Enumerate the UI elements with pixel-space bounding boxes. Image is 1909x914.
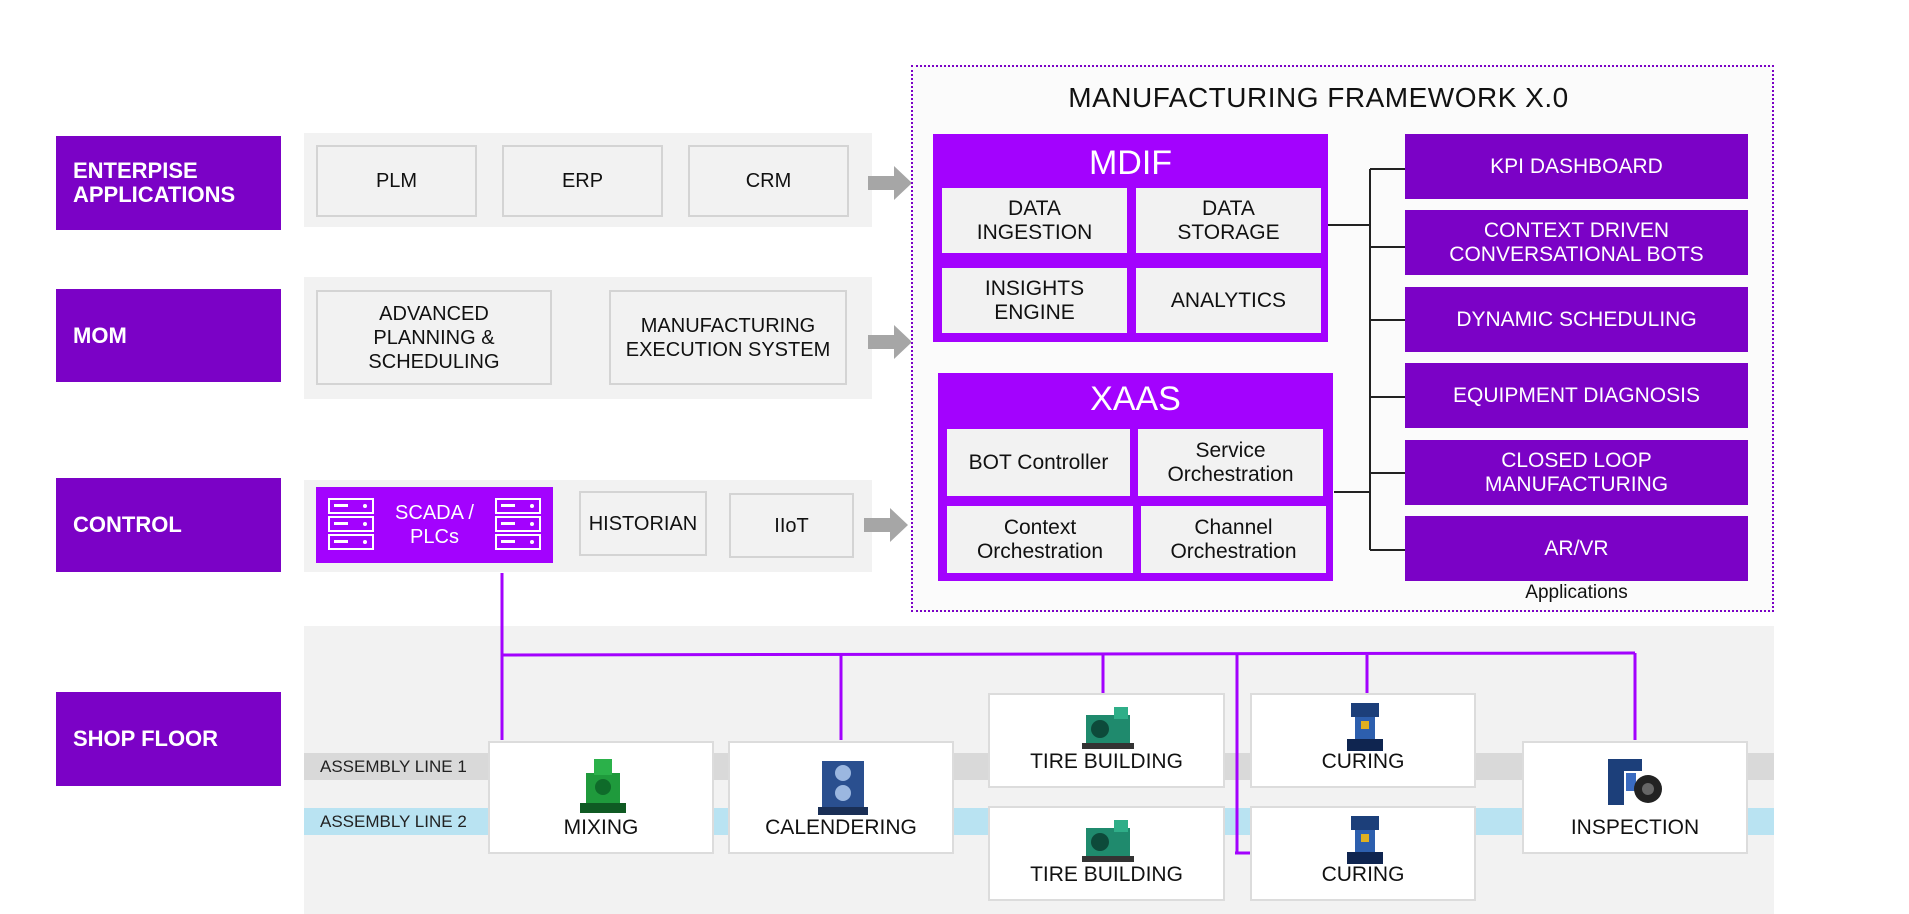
station-curing-1: CURING [1250, 693, 1476, 788]
module-label: Service Orchestration [1167, 438, 1294, 486]
station-label: MIXING [563, 816, 639, 839]
layer-label: MOM [73, 322, 127, 348]
arrow-right-icon [868, 325, 912, 359]
module-label: ANALYTICS [1170, 288, 1287, 312]
server-rack-icon [328, 498, 374, 550]
crm-box: CRM [688, 145, 849, 217]
arrow-right-icon [864, 508, 908, 542]
channel-orchestration-box: Channel Orchestration [1141, 506, 1326, 573]
xaas-title: XAAS [1090, 379, 1181, 418]
system-label: IIoT [774, 514, 809, 537]
service-orchestration-box: Service Orchestration [1138, 429, 1323, 496]
layer-control: CONTROL [56, 478, 281, 572]
mixer-machine-icon [580, 759, 626, 813]
framework-title: MANUFACTURING FRAMEWORK X.0 [1068, 82, 1569, 113]
station-label: TIRE BUILDING [1030, 863, 1183, 886]
station-curing-2: CURING [1250, 806, 1476, 901]
curing-press-icon [1347, 703, 1383, 751]
historian-box: HISTORIAN [579, 491, 707, 556]
system-label: SCADA / PLCs [395, 502, 474, 548]
erp-box: ERP [502, 145, 663, 217]
mdif-title: MDIF [1088, 143, 1173, 182]
app-label: CLOSED LOOP MANUFACTURING [1484, 448, 1669, 496]
app-label: EQUIPMENT DIAGNOSIS [1453, 383, 1700, 407]
station-tire-building-2: TIRE BUILDING [988, 806, 1225, 901]
tire-building-machine-icon [1082, 707, 1134, 749]
mes-box: MANUFACTURING EXECUTION SYSTEM [609, 290, 847, 385]
system-label: MANUFACTURING EXECUTION SYSTEM [625, 314, 831, 361]
layer-enterprise-applications: ENTERPISE APPLICATIONS [56, 136, 281, 230]
line-label: ASSEMBLY LINE 2 [320, 811, 467, 831]
layer-shop-floor: SHOP FLOOR [56, 692, 281, 786]
module-label: DATA STORAGE [1177, 196, 1280, 244]
iiot-box: IIoT [729, 493, 854, 558]
station-inspection: INSPECTION [1522, 741, 1748, 854]
station-mixing: MIXING [488, 741, 714, 854]
system-label: ERP [561, 170, 604, 192]
station-calendering: CALENDERING [728, 741, 954, 854]
system-label: ADVANCED PLANNING & SCHEDULING [368, 302, 500, 373]
context-orchestration-box: Context Orchestration [947, 506, 1133, 573]
insights-engine-box: INSIGHTS ENGINE [942, 268, 1127, 333]
app-conversational-bots: CONTEXT DRIVEN CONVERSATIONAL BOTS [1405, 210, 1748, 275]
layer-mom: MOM [56, 289, 281, 382]
station-label: TIRE BUILDING [1030, 750, 1183, 773]
applications-caption: Applications [1525, 582, 1628, 603]
layer-label: ENTERPISE APPLICATIONS [73, 158, 236, 207]
curing-press-icon [1347, 816, 1383, 864]
station-tire-building-1: TIRE BUILDING [988, 693, 1225, 788]
app-label: AR/VR [1544, 536, 1609, 560]
app-equipment-diagnosis: EQUIPMENT DIAGNOSIS [1405, 363, 1748, 428]
system-label: HISTORIAN [588, 512, 698, 535]
module-label: DATA INGESTION [976, 196, 1093, 244]
tire-building-machine-icon [1082, 820, 1134, 862]
analytics-box: ANALYTICS [1136, 268, 1321, 333]
app-label: DYNAMIC SCHEDULING [1456, 307, 1697, 331]
arrow-right-icon [868, 166, 912, 200]
system-label: PLM [375, 170, 418, 192]
server-rack-icon [495, 498, 541, 550]
module-label: Context Orchestration [976, 515, 1104, 563]
app-label: CONTEXT DRIVEN CONVERSATIONAL BOTS [1449, 218, 1704, 266]
aps-box: ADVANCED PLANNING & SCHEDULING [316, 290, 552, 385]
calender-machine-icon [818, 761, 868, 815]
module-label: BOT Controller [968, 450, 1109, 474]
app-dynamic-scheduling: DYNAMIC SCHEDULING [1405, 287, 1748, 352]
app-label: KPI DASHBOARD [1490, 154, 1663, 178]
system-label: CRM [745, 170, 792, 192]
plm-box: PLM [316, 145, 477, 217]
data-ingestion-box: DATA INGESTION [942, 188, 1127, 253]
app-kpi-dashboard: KPI DASHBOARD [1405, 134, 1748, 199]
station-label: INSPECTION [1570, 816, 1700, 839]
bot-controller-box: BOT Controller [947, 429, 1130, 496]
scada-plcs-box: SCADA / PLCs [316, 487, 553, 563]
layer-label: SHOP FLOOR [73, 726, 219, 751]
app-ar-vr: AR/VR [1405, 516, 1748, 581]
applications-connector [1328, 168, 1406, 551]
station-label: CURING [1321, 750, 1405, 773]
module-label: Channel Orchestration [1170, 515, 1297, 563]
module-label: INSIGHTS ENGINE [984, 276, 1085, 324]
layer-label: CONTROL [73, 512, 182, 537]
line-label: ASSEMBLY LINE 1 [320, 756, 467, 776]
station-label: CURING [1321, 863, 1405, 886]
station-label: CALENDERING [765, 816, 917, 839]
data-storage-box: DATA STORAGE [1136, 188, 1321, 253]
inspection-machine-icon [1608, 759, 1662, 805]
app-closed-loop-manufacturing: CLOSED LOOP MANUFACTURING [1405, 440, 1748, 505]
